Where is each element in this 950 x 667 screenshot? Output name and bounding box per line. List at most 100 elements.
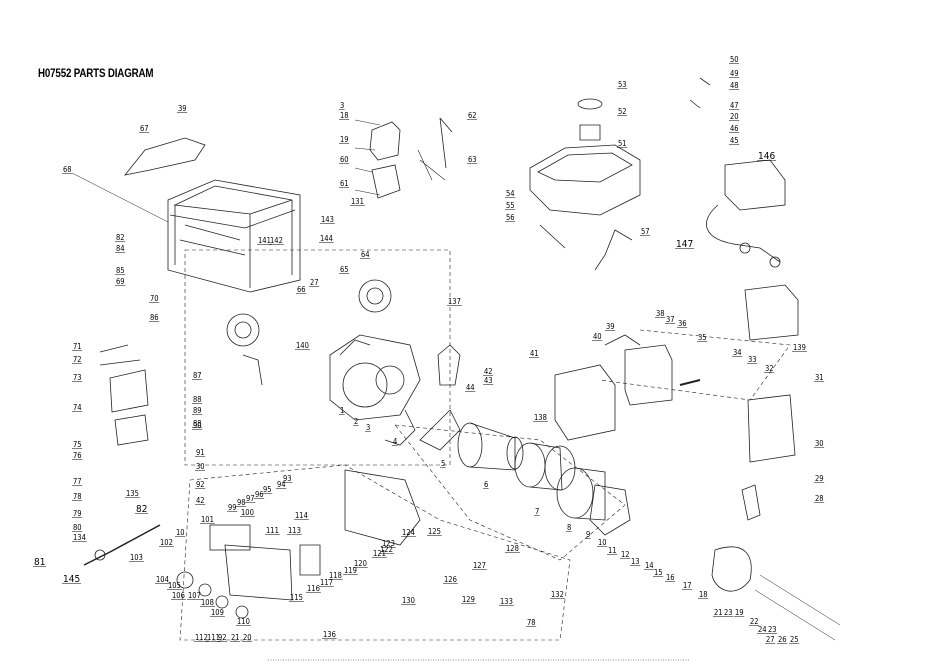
part-label-137: 137	[448, 297, 461, 306]
part-label-63: 63	[468, 155, 477, 164]
hose-assembly	[706, 204, 781, 263]
part-label-100: 100	[241, 508, 254, 517]
part-label-74: 74	[73, 403, 82, 412]
part-label-117: 117	[320, 578, 333, 587]
part-label-31: 31	[815, 373, 824, 382]
part-label-60: 60	[340, 155, 349, 164]
part-label-50: 50	[730, 55, 739, 64]
part-label-26: 26	[778, 635, 787, 644]
part-label-101: 101	[201, 515, 214, 524]
part-label-23: 23	[768, 625, 777, 634]
part-label-128: 128	[506, 544, 519, 553]
part-label-120: 120	[354, 559, 367, 568]
part-label-25: 25	[790, 635, 799, 644]
side-panel	[747, 394, 796, 463]
part-label-119: 119	[344, 566, 357, 575]
part-label-75: 75	[73, 440, 82, 449]
recoil-starter	[711, 546, 752, 592]
part-label-82: 82	[116, 233, 125, 242]
part-label-52: 52	[618, 107, 627, 116]
part-label-96: 96	[255, 490, 264, 499]
part-label-19: 19	[735, 608, 744, 617]
part-label-11: 11	[608, 546, 617, 555]
control-panel	[344, 469, 421, 546]
part-label-3: 3	[340, 101, 344, 110]
part-label-9: 9	[586, 530, 590, 539]
part-label-139: 139	[793, 343, 806, 352]
part-label-111: 111	[207, 633, 220, 642]
part-label-14: 14	[645, 561, 654, 570]
part-label-18: 18	[699, 590, 708, 599]
part-label-54: 54	[506, 189, 515, 198]
part-label-72: 72	[73, 355, 82, 364]
part-label-48: 48	[730, 81, 739, 90]
part-label-92: 92	[196, 480, 205, 489]
part-label-24: 24	[758, 625, 767, 634]
part-label-140: 140	[296, 341, 309, 350]
part-label-34: 34	[733, 348, 742, 357]
part-label-46: 46	[730, 124, 739, 133]
part-label-77: 77	[73, 477, 82, 486]
part-label-125: 125	[428, 527, 441, 536]
part-label-2: 2	[354, 417, 358, 426]
part-label-146: 146	[758, 151, 775, 162]
part-label-122: 122	[380, 545, 393, 554]
part-label-38: 38	[656, 309, 665, 318]
part-label-6: 6	[484, 480, 488, 489]
part-label-84: 84	[116, 244, 125, 253]
page-title: H07552 PARTS DIAGRAM	[38, 68, 154, 80]
part-label-142: 142	[270, 236, 283, 245]
part-label-144: 144	[320, 234, 333, 243]
part-label-13: 13	[631, 557, 640, 566]
engine-shroud	[419, 409, 461, 451]
part-label-30: 30	[815, 439, 824, 448]
part-label-36: 36	[678, 319, 687, 328]
part-label-30: 30	[196, 462, 205, 471]
part-label-108: 108	[201, 598, 214, 607]
part-label-82: 82	[136, 504, 147, 515]
end-cover	[589, 484, 631, 536]
part-label-32: 32	[765, 364, 774, 373]
part-label-37: 37	[666, 315, 675, 324]
part-label-18: 18	[340, 111, 349, 120]
part-label-39: 39	[178, 104, 187, 113]
part-label-76: 76	[73, 451, 82, 460]
part-label-21: 21	[714, 608, 723, 617]
part-label-15: 15	[654, 568, 663, 577]
part-label-118: 118	[329, 571, 342, 580]
part-label-97: 97	[246, 494, 255, 503]
part-label-130: 130	[402, 596, 415, 605]
part-label-39: 39	[606, 322, 615, 331]
part-label-69: 69	[116, 277, 125, 286]
part-label-45: 45	[730, 136, 739, 145]
part-label-44: 44	[466, 383, 475, 392]
part-label-33: 33	[748, 355, 757, 364]
part-label-19: 19	[340, 135, 349, 144]
part-label-145: 145	[63, 574, 80, 585]
part-label-114: 114	[295, 511, 308, 520]
part-label-89: 89	[193, 406, 202, 415]
part-label-27: 27	[766, 635, 775, 644]
part-label-21: 21	[231, 633, 240, 642]
part-label-133: 133	[500, 597, 513, 606]
generator-frame	[167, 179, 301, 293]
part-label-67: 67	[140, 124, 149, 133]
part-label-136: 136	[323, 630, 336, 639]
part-label-43: 43	[484, 376, 493, 385]
part-label-115: 115	[290, 593, 303, 602]
part-label-12: 12	[621, 550, 630, 559]
part-label-4: 4	[393, 437, 397, 446]
part-label-40: 40	[593, 332, 602, 341]
fuel-tank	[529, 98, 641, 216]
part-label-20: 20	[243, 633, 252, 642]
part-label-126: 126	[444, 575, 457, 584]
engine-block	[329, 334, 421, 421]
muffler-cover	[744, 284, 799, 341]
part-label-91: 91	[196, 448, 205, 457]
part-label-127: 127	[473, 561, 486, 570]
part-label-68: 68	[63, 165, 72, 174]
part-label-71: 71	[73, 342, 82, 351]
